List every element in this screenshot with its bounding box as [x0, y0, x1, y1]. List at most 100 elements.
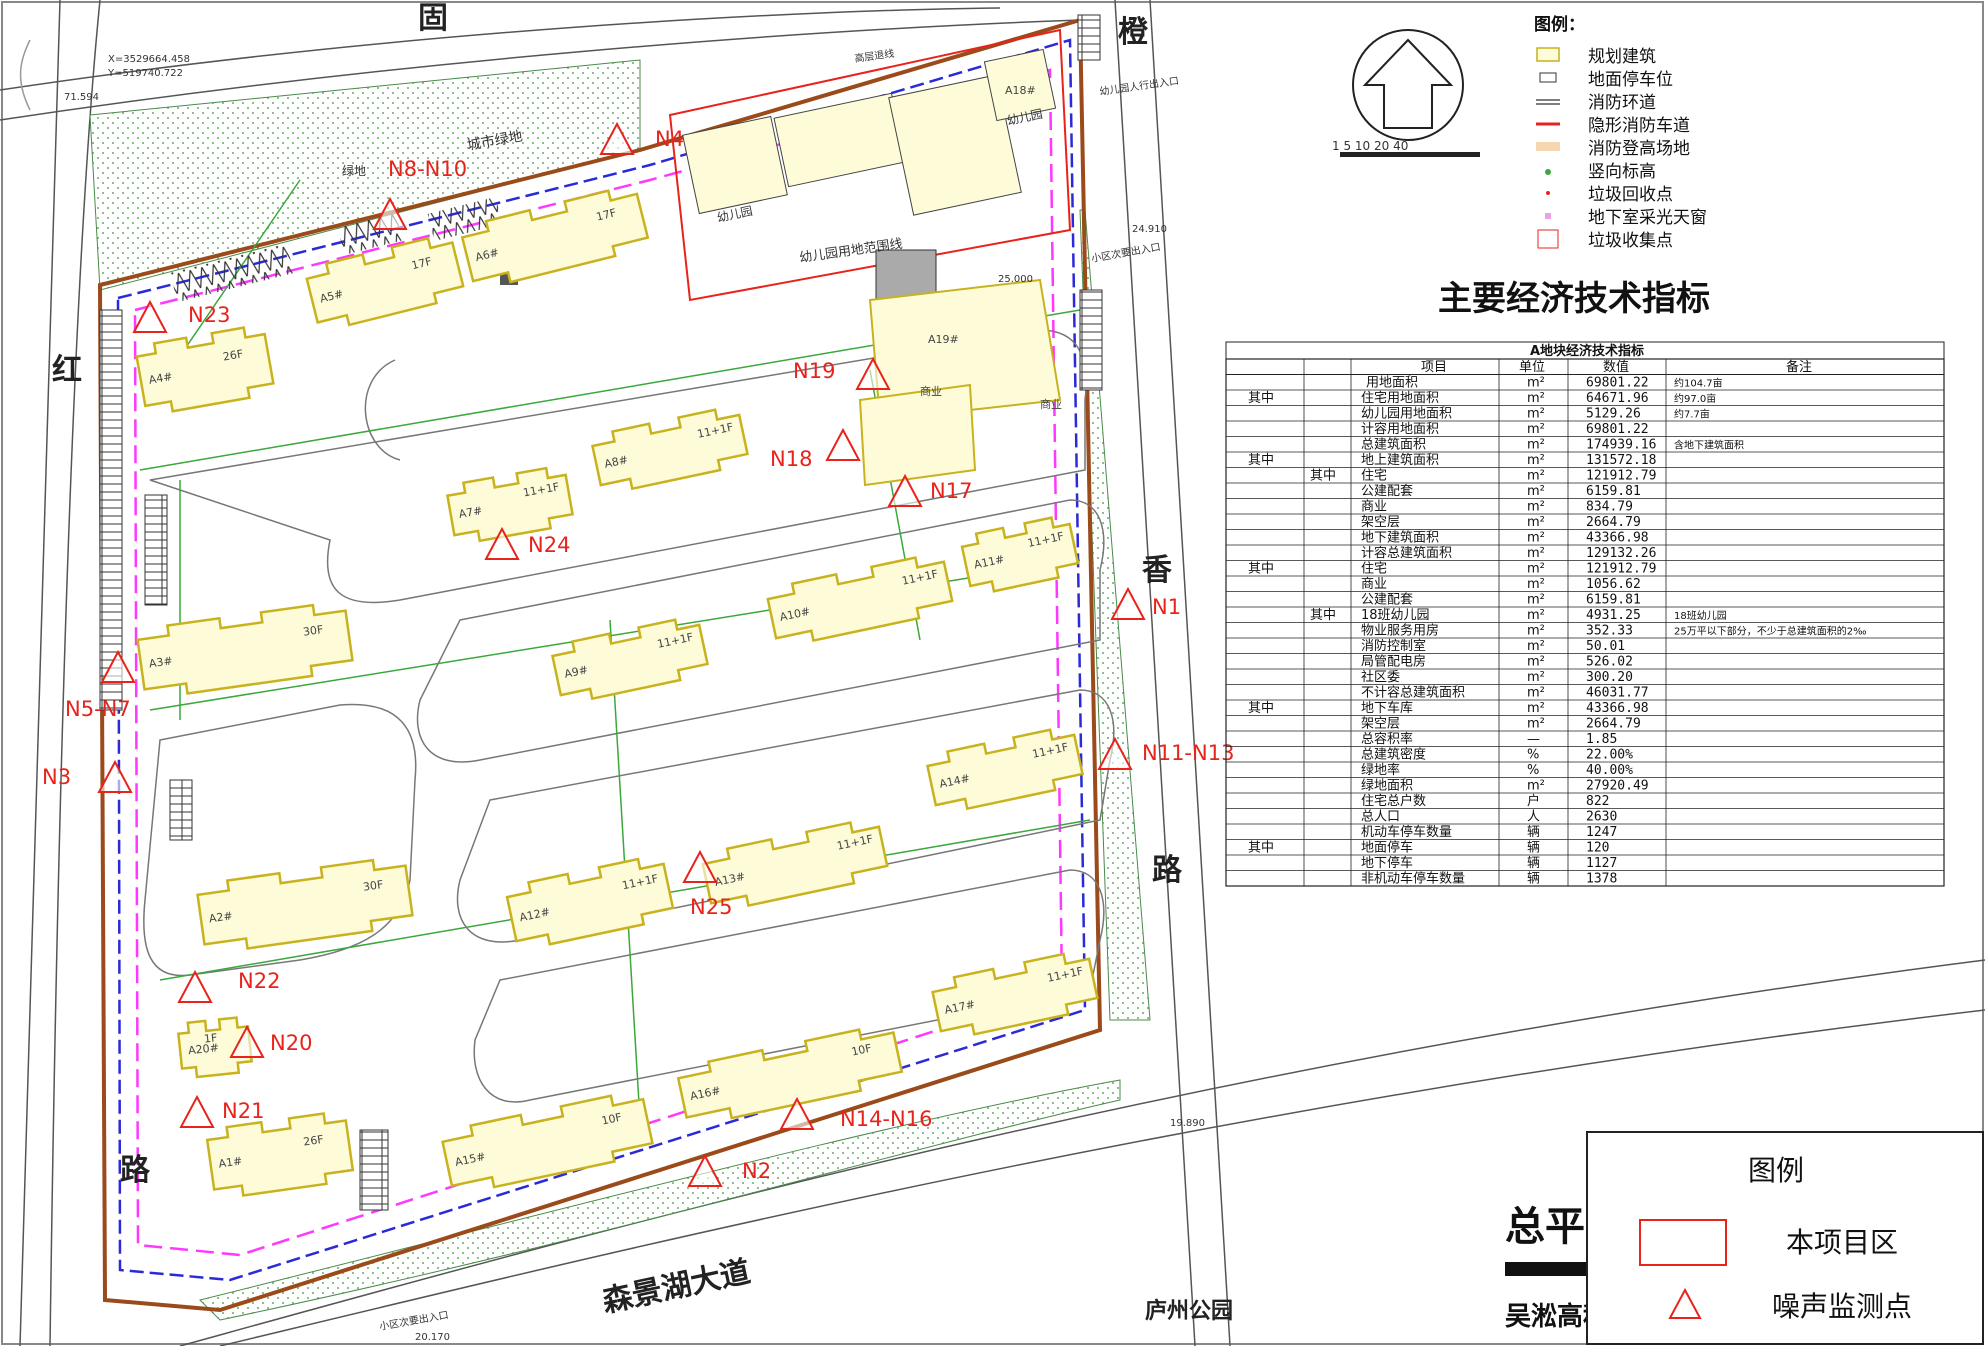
svg-text:1247: 1247 — [1586, 825, 1617, 840]
building-id-label: A3# — [148, 654, 173, 670]
kpi-row: 绿地率%40.00% — [1226, 762, 1944, 778]
svg-text:公建配套: 公建配套 — [1361, 483, 1413, 499]
svg-text:18班幼儿园: 18班幼儿园 — [1674, 609, 1727, 622]
svg-text:地下车库: 地下车库 — [1361, 700, 1413, 716]
kindergarten-buildings — [682, 48, 1057, 216]
noise-point: N18 — [770, 427, 861, 471]
svg-text:m²: m² — [1527, 546, 1545, 561]
noise-point-label: N25 — [690, 895, 732, 919]
svg-text:m²: m² — [1527, 531, 1545, 546]
building-id-label: A14# — [938, 772, 971, 791]
building: A12#11+1F — [505, 857, 675, 946]
south-entry: 小区次要出入口 — [378, 1308, 449, 1333]
svg-text:m²: m² — [1527, 484, 1545, 499]
svg-text:其中: 其中 — [1248, 701, 1274, 716]
svg-text:%: % — [1527, 748, 1539, 763]
legend-top-item: 地面停车位 — [1539, 70, 1673, 90]
noise-point: N14-N16 — [779, 1096, 932, 1131]
road-label-south: 森景湖大道 — [599, 1254, 753, 1319]
svg-text:总建筑密度: 总建筑密度 — [1361, 747, 1426, 763]
fire-lane — [133, 68, 1064, 1257]
noise-point-label: N4 — [655, 127, 684, 151]
park-label: 庐州公园 — [1145, 1298, 1233, 1324]
legend-top: 图例： 规划建筑地面停车位消防环道隐形消防车道消防登高场地竖向标高垃圾回收点地下… — [1534, 14, 1707, 251]
svg-text:25万平以下部分，不少于总建筑面积的2‰: 25万平以下部分，不少于总建筑面积的2‰ — [1674, 625, 1867, 638]
svg-text:27920.49: 27920.49 — [1586, 779, 1649, 794]
svg-text:总容积率: 总容积率 — [1361, 731, 1413, 747]
noise-point: N3 — [42, 759, 133, 793]
svg-text:辆: 辆 — [1527, 841, 1540, 856]
svg-text:352.33: 352.33 — [1586, 624, 1633, 639]
svg-text:%: % — [1527, 763, 1539, 778]
svg-text:1127: 1127 — [1586, 856, 1617, 871]
noise-point: N21 — [179, 1094, 264, 1128]
kindergarten-entry: 幼儿园人行出入口 — [1099, 74, 1180, 98]
svg-text:消防登高场地: 消防登高场地 — [1588, 139, 1690, 159]
noise-point-label: N5-N7 — [65, 697, 131, 721]
building-id-label: A11# — [973, 553, 1006, 572]
legend-box-title: 图例 — [1748, 1154, 1804, 1187]
svg-text:m²: m² — [1527, 655, 1545, 670]
svg-text:其中: 其中 — [1248, 562, 1274, 577]
svg-text:—: — — [1527, 732, 1540, 747]
building-id-label: A10# — [779, 605, 812, 624]
svg-text:22.00%: 22.00% — [1586, 748, 1633, 763]
building-floors-label: 30F — [362, 878, 384, 894]
kpi-row: 总容积率—1.85 — [1226, 731, 1944, 747]
svg-text:m²: m² — [1527, 376, 1545, 391]
svg-text:公建配套: 公建配套 — [1361, 592, 1413, 608]
svg-text:822: 822 — [1586, 794, 1609, 809]
building-floors-label: 11+1F — [522, 480, 560, 499]
legend-box: 图例 本项目区 噪声监测点 — [1586, 1131, 1984, 1345]
building-floors-label: 26F — [303, 1133, 325, 1149]
noise-point-label: N22 — [238, 969, 280, 993]
noise-point: N8-N10 — [372, 157, 467, 230]
svg-text:131572.18: 131572.18 — [1586, 453, 1656, 468]
building: A9#11+1F — [550, 618, 710, 701]
noise-point-label: N19 — [793, 359, 835, 383]
noise-point: N22 — [177, 969, 280, 1003]
svg-text:规划建筑: 规划建筑 — [1588, 47, 1656, 67]
building: A15#10F — [441, 1094, 654, 1189]
property-service-block — [858, 383, 977, 487]
noise-point-label: N11-N13 — [1142, 741, 1234, 765]
svg-text:m²: m² — [1527, 500, 1545, 515]
building: A10#11+1F — [766, 556, 954, 643]
building-id-label: A6# — [474, 246, 500, 264]
elevation-ne: 24.910 — [1132, 224, 1167, 235]
noise-point: N25 — [682, 849, 732, 919]
svg-text:消防环道: 消防环道 — [1588, 93, 1656, 113]
svg-text:其中: 其中 — [1310, 608, 1336, 623]
svg-text:其中: 其中 — [1248, 841, 1274, 856]
svg-text:43366.98: 43366.98 — [1586, 531, 1649, 546]
legend-top-item: 规划建筑 — [1536, 47, 1656, 67]
building-floors-label: 17F — [595, 206, 618, 224]
svg-text:6159.81: 6159.81 — [1586, 593, 1641, 608]
svg-text:用地面积: 用地面积 — [1366, 376, 1418, 391]
svg-text:174939.16: 174939.16 — [1586, 438, 1656, 453]
building-id-label: A13# — [714, 870, 747, 889]
svg-text:1056.62: 1056.62 — [1586, 577, 1641, 592]
legend-top-item: 消防环道 — [1536, 93, 1656, 113]
svg-text:约104.7亩: 约104.7亩 — [1674, 377, 1723, 390]
svg-text:m²: m² — [1527, 608, 1545, 623]
svg-text:计容总建筑面积: 计容总建筑面积 — [1361, 545, 1452, 561]
svg-text:架空层: 架空层 — [1361, 717, 1400, 732]
legend-top-item: 垃圾回收点 — [1546, 185, 1673, 205]
building-floors-label: 17F — [410, 255, 433, 273]
